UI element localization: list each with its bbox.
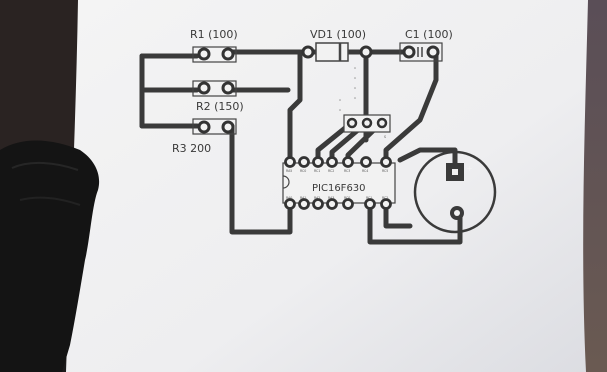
label-plus: + [466,164,473,173]
pin-label: RA3 [328,196,334,200]
glove-fold [19,196,81,206]
pin-label: RC5 [382,169,388,173]
trace-chip-cap [367,202,463,245]
table-left [0,0,80,150]
label-chip: PIC16F630 [312,183,366,194]
electrolytic-capacitor [413,150,497,234]
pin-label: RC1 [314,169,320,173]
chip-pin-labels-bottom: RA0 RA1 RA2 RA3 RC0 RC1 RC2 [286,196,388,200]
resistor-r1 [192,46,237,63]
header-pin-label: S [384,135,386,139]
pin-header [343,114,391,133]
pin-label: RA5 [286,169,292,173]
pin-label: RA1 [300,196,306,200]
trace-vd1-chip [287,55,303,163]
trace-cap-plus [397,147,458,175]
label-r2: R2 (150) [196,100,244,113]
pin-label: RC3 [344,169,350,173]
alignment-dots [339,67,356,111]
label-r1: R1 (100) [190,28,238,41]
label-r3: R3 200 [172,142,211,155]
pin-label: RC0 [300,169,306,173]
pin-label: RA0 [286,196,292,200]
label-c1: C1 (100) [405,28,453,41]
glove-fold [11,161,79,171]
pin-label: RC2 [382,196,388,200]
ic-pins [284,156,392,210]
trace-chip-right [383,202,413,229]
capacitor-c1 [399,42,443,62]
trace-c1-chip [383,49,439,163]
trace-r3-chip [229,123,293,235]
ic-chip [282,162,396,204]
resistor-r3 [192,118,237,135]
pin-label: RC1 [366,196,372,200]
pin-label: RC0 [344,196,350,200]
pin-label: RC4 [362,169,368,173]
resistor-r2 [192,80,237,97]
pcb-traces [139,49,463,245]
label-vd1: VD1 (100) [310,28,366,41]
pin-label: RA2 [314,196,320,200]
pin-label: RC2 [328,169,334,173]
chip-pin-labels-top: RA5 RC0 RC1 RC2 RC3 RC4 RC5 [286,169,388,173]
diode-vd1 [301,42,373,62]
